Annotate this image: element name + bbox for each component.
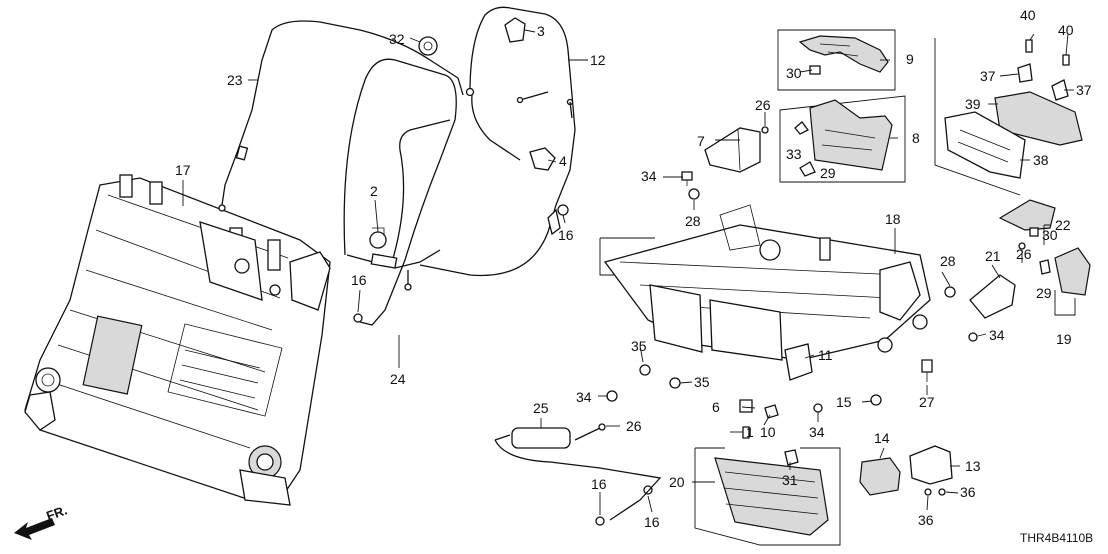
- callout-7: 7: [697, 133, 705, 149]
- callout-36-b: 36: [918, 512, 934, 528]
- bracket-21: [969, 242, 1026, 319]
- callout-26-b: 26: [1016, 246, 1032, 262]
- callout-23: 23: [227, 72, 243, 88]
- callout-3: 3: [537, 23, 545, 39]
- cover-22: [998, 199, 1056, 237]
- harness-25: [494, 423, 662, 521]
- clip-4: [529, 147, 556, 171]
- callout-34-a: 34: [641, 168, 657, 184]
- callout-29-a: 29: [820, 165, 836, 181]
- cover-19: [1039, 247, 1091, 296]
- callout-12: 12: [590, 52, 606, 68]
- callout-35-b: 35: [694, 374, 710, 390]
- callout-25: 25: [533, 400, 549, 416]
- cable-12: [419, 6, 576, 277]
- callout-30-a: 30: [786, 65, 802, 81]
- tray-20: [694, 447, 841, 546]
- front-direction-arrow-icon: [14, 518, 55, 540]
- callout-31: 31: [782, 472, 798, 488]
- callout-18: 18: [885, 211, 901, 227]
- front-direction-label: FR.: [44, 502, 69, 523]
- callout-34-b: 34: [989, 327, 1005, 343]
- callout-15: 15: [836, 394, 852, 410]
- callout-16-a: 16: [558, 227, 574, 243]
- callout-9: 9: [906, 51, 914, 67]
- callout-11: 11: [818, 347, 833, 363]
- callout-28-a: 28: [685, 213, 701, 229]
- clip-32: [418, 36, 438, 56]
- callout-26-c: 26: [626, 418, 642, 434]
- callout-34-c: 34: [576, 389, 592, 405]
- callout-37-a: 37: [980, 68, 996, 84]
- callout-17: 17: [175, 162, 191, 178]
- cover-8-group: [779, 95, 906, 183]
- rear-trim-group: [934, 38, 1083, 196]
- callout-13: 13: [965, 458, 981, 474]
- bracket-7: [704, 126, 769, 173]
- cover-9-group: [777, 29, 896, 91]
- callout-14: 14: [874, 430, 890, 446]
- callout-20: 20: [669, 474, 685, 490]
- callout-32: 32: [389, 31, 405, 47]
- callout-16-c: 16: [591, 476, 607, 492]
- leader-lines: [182, 29, 1076, 515]
- callout-39: 39: [965, 96, 981, 112]
- callout-16-b: 16: [351, 272, 367, 288]
- cable-23: [218, 20, 464, 212]
- callout-26-a: 26: [755, 97, 771, 113]
- callout-labels: 1 2 3 4 6 7 8 9 10 11 12 13 14 15 16 16 …: [44, 7, 1093, 545]
- pocket-14: [859, 457, 901, 496]
- harness-24: [343, 58, 457, 326]
- callout-22: 22: [1055, 217, 1071, 233]
- callout-19: 19: [1056, 331, 1072, 347]
- callout-4: 4: [559, 153, 567, 169]
- callout-28-b: 28: [940, 253, 956, 269]
- seat-cushion-frame: [599, 204, 931, 381]
- callout-10: 10: [760, 424, 776, 440]
- callout-27: 27: [919, 394, 935, 410]
- pocket-13: [909, 445, 953, 496]
- clip-3: [504, 17, 526, 43]
- callout-8: 8: [912, 130, 920, 146]
- grommets-16: [353, 204, 653, 526]
- drawing-code: THR4B4110B: [1020, 531, 1093, 545]
- callout-36-a: 36: [960, 484, 976, 500]
- callout-37-b: 37: [1076, 82, 1092, 98]
- callout-35-a: 35: [631, 338, 647, 354]
- bolts-group: [606, 171, 978, 413]
- callout-34-d: 34: [809, 424, 825, 440]
- callout-2: 2: [370, 183, 378, 199]
- callout-30-b: 30: [1042, 227, 1058, 243]
- callout-40-a: 40: [1020, 7, 1036, 23]
- callout-6: 6: [712, 399, 720, 415]
- seat-back-frame: [24, 174, 331, 506]
- callout-16-d: 16: [644, 514, 660, 530]
- callout-24: 24: [390, 371, 406, 387]
- callout-33: 33: [786, 146, 802, 162]
- callout-40-b: 40: [1058, 22, 1074, 38]
- callout-38: 38: [1033, 152, 1049, 168]
- callout-1: 1: [746, 424, 754, 440]
- callout-21: 21: [985, 248, 1001, 264]
- callout-29-b: 29: [1036, 285, 1052, 301]
- small-fasteners: [739, 399, 779, 439]
